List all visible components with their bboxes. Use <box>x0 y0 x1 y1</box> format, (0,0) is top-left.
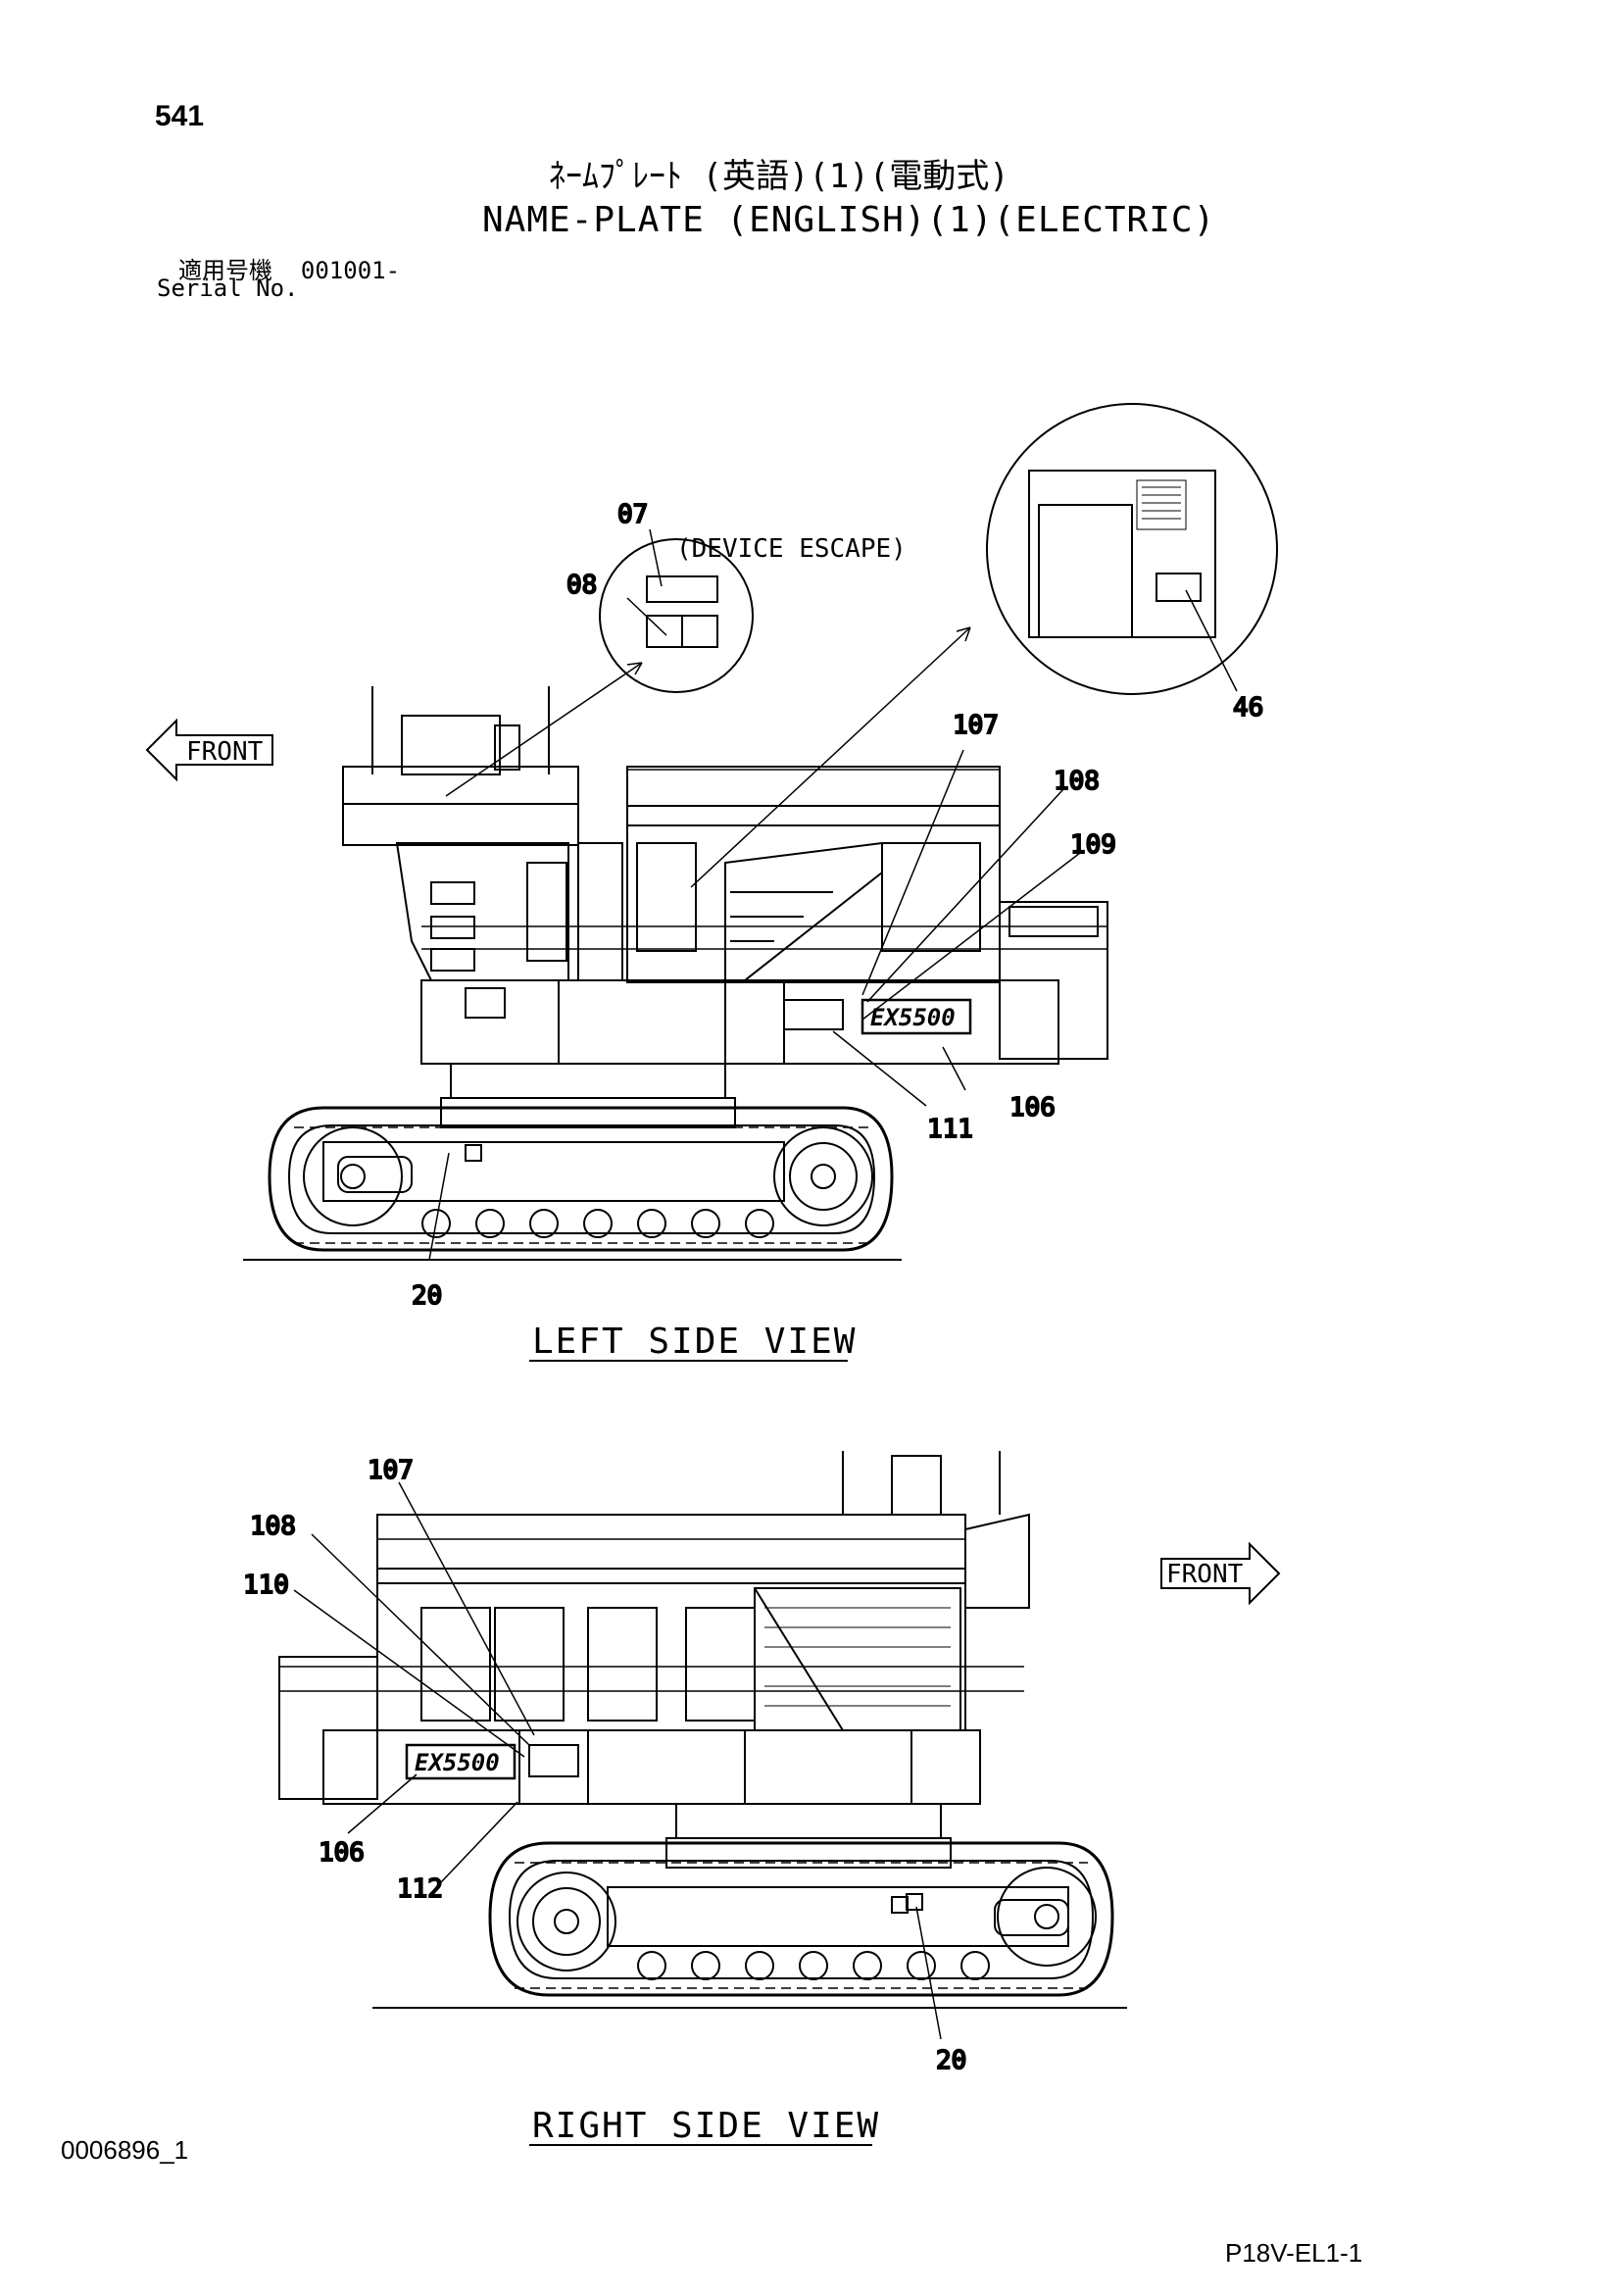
callout-right-20: 20 <box>936 2046 966 2075</box>
callout-left-107: 107 <box>953 711 999 740</box>
callout-right-112: 112 <box>397 1874 443 1904</box>
callout-left-111: 111 <box>927 1115 973 1144</box>
detail-label-device-escape: (DEVICE ESCAPE) <box>676 534 907 564</box>
left-side-view: 07 08 46 107 108 109 106 111 20 <box>145 403 1278 1312</box>
callout-left-20: 20 <box>412 1281 442 1311</box>
callout-left-109: 109 <box>1070 830 1116 860</box>
serial-line-jp: 適用号機 001001- <box>178 251 400 285</box>
serial-label-en: Serial No. <box>157 275 299 302</box>
front-label-right: FRONT <box>1166 1560 1244 1589</box>
title-english: NAME-PLATE (ENGLISH)(1)(ELECTRIC) <box>482 200 1216 240</box>
document-id: 0006896_1 <box>61 2135 189 2165</box>
callout-right-110: 110 <box>243 1571 289 1600</box>
model-mark-left: EX5500 <box>870 1004 956 1031</box>
caption-right-side-view: RIGHT SIDE VIEW <box>532 2106 880 2146</box>
callout-right-107: 107 <box>368 1456 414 1485</box>
right-side-view: 107 108 110 106 112 20 <box>242 1451 1281 2076</box>
callout-right-108: 108 <box>250 1512 296 1541</box>
serial-label-jp: 適用号機 <box>178 257 272 284</box>
callout-left-07: 07 <box>617 500 648 529</box>
callout-left-08: 08 <box>566 571 597 600</box>
callout-right-106: 106 <box>319 1838 365 1868</box>
model-mark-right: EX5500 <box>415 1749 500 1776</box>
sheet-code: P18V-EL1-1 <box>1225 2238 1363 2268</box>
front-label-left: FRONT <box>186 737 264 767</box>
page-number: 541 <box>155 100 205 132</box>
caption-left-side-view: LEFT SIDE VIEW <box>532 1322 857 1362</box>
title-japanese: ﾈｰﾑﾌﾟﾚｰﾄ (英語)(1)(電動式) <box>549 157 1009 196</box>
callout-left-46: 46 <box>1233 693 1263 723</box>
serial-value: 001001- <box>300 257 401 284</box>
callout-left-108: 108 <box>1054 767 1100 796</box>
callout-left-106: 106 <box>1009 1093 1056 1123</box>
